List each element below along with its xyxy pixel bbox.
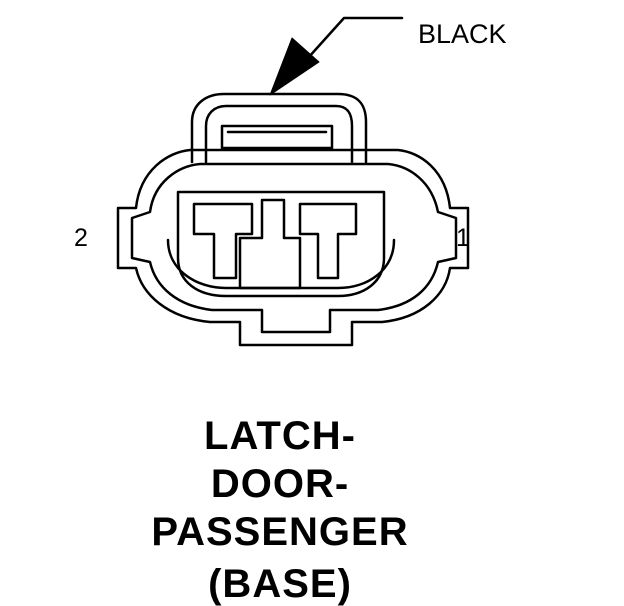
component-title-line-4: (BASE) (208, 562, 352, 606)
cavity-lower-arc (166, 238, 396, 290)
connector-inner-housing (130, 162, 458, 334)
terminal-cavity (166, 190, 396, 298)
latch-inner (204, 104, 354, 164)
connector-lock-latch (190, 92, 368, 164)
pin-2-label: 2 (74, 224, 88, 252)
component-title-line-2: DOOR- (210, 462, 350, 506)
center-key (238, 198, 302, 290)
pin-1-label: 1 (456, 224, 470, 252)
leader-arrowhead (269, 37, 320, 96)
cavity-outline (176, 190, 386, 298)
terminal-pin-2 (192, 202, 254, 280)
terminal-pin-1 (298, 202, 358, 280)
component-title-line-3: PASSENGER (151, 510, 409, 554)
component-title-line-1: LATCH- (204, 414, 356, 458)
latch-window (220, 124, 334, 150)
connector-outer-housing (116, 148, 470, 347)
latch-outer (190, 92, 368, 164)
wire-color-label: BLACK (418, 19, 507, 49)
callout-leader (269, 16, 404, 96)
